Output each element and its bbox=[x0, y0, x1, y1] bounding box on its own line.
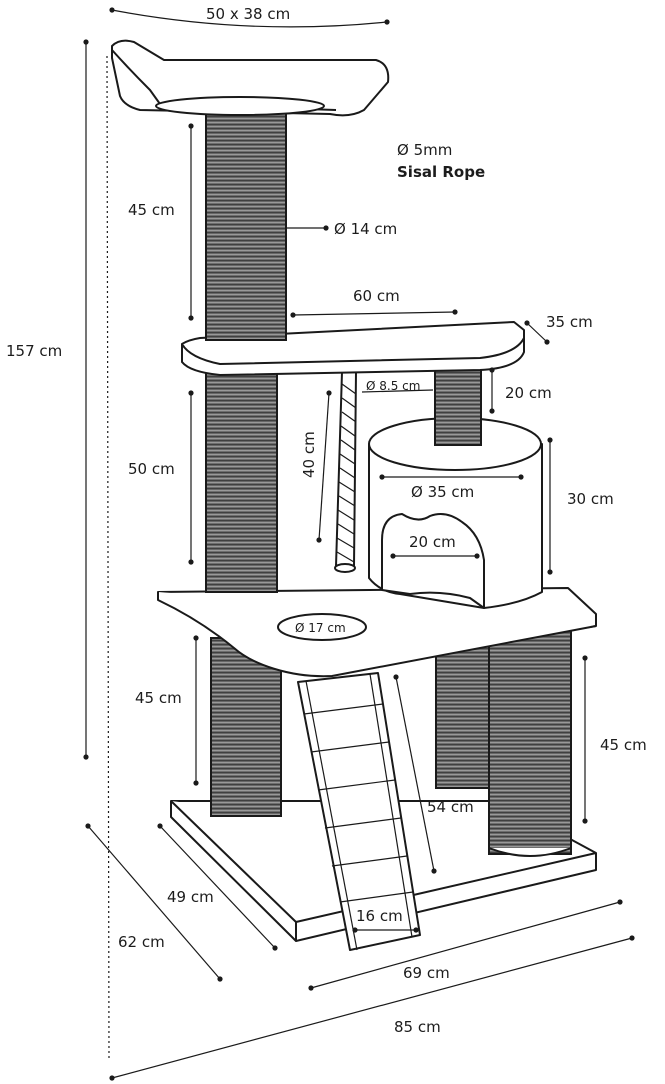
lower-post-left-height-label: 45 cm bbox=[135, 689, 182, 707]
shelf-length-label: 60 cm bbox=[353, 287, 400, 305]
rope-post-diameter-label: Ø 8.5 cm bbox=[366, 379, 421, 393]
top-post-diameter-label: Ø 14 cm bbox=[334, 220, 398, 238]
hanging-rope bbox=[334, 371, 357, 573]
top-post bbox=[205, 103, 287, 341]
top-width-label: 50 x 38 cm bbox=[206, 5, 291, 23]
rope-length-label: 40 cm bbox=[300, 431, 318, 478]
ladder bbox=[297, 672, 421, 951]
total-width-label: 85 cm bbox=[394, 1018, 441, 1036]
middle-shelf bbox=[181, 321, 525, 376]
lower-post-front-right-base bbox=[488, 847, 572, 857]
lower-post-back-right bbox=[435, 639, 495, 789]
rope-diameter-label: Ø 5mm bbox=[397, 141, 453, 159]
house-diameter-label: Ø 35 cm bbox=[411, 483, 475, 501]
middle-post bbox=[205, 369, 278, 593]
ladder-width-label: 16 cm bbox=[356, 907, 403, 925]
top-post-height-label: 45 cm bbox=[128, 201, 175, 219]
platform-hole bbox=[277, 613, 367, 641]
ladder-length-label: 54 cm bbox=[427, 798, 474, 816]
dimension-lines bbox=[83, 7, 635, 1081]
total-height-label: 157 cm bbox=[6, 342, 63, 360]
house-door-width-label: 20 cm bbox=[409, 533, 456, 551]
platform-hole-label: Ø 17 cm bbox=[295, 621, 346, 635]
lower-post-front-right bbox=[488, 627, 572, 855]
total-depth-label: 62 cm bbox=[118, 933, 165, 951]
rope-post bbox=[434, 369, 482, 446]
house-height-label: 30 cm bbox=[567, 490, 614, 508]
cat-house bbox=[368, 417, 543, 609]
base-depth-label: 49 cm bbox=[167, 888, 214, 906]
rope-post-height-label: 20 cm bbox=[505, 384, 552, 402]
total-height-line bbox=[106, 55, 110, 1061]
lower-post-right-height-label: 45 cm bbox=[600, 736, 647, 754]
house-door bbox=[381, 513, 485, 609]
top-bed bbox=[111, 39, 390, 117]
shelf-depth-label: 35 cm bbox=[546, 313, 593, 331]
base-width-label: 69 cm bbox=[403, 964, 450, 982]
rope-name-label: Sisal Rope bbox=[397, 163, 486, 181]
middle-post-height-label: 50 cm bbox=[128, 460, 175, 478]
